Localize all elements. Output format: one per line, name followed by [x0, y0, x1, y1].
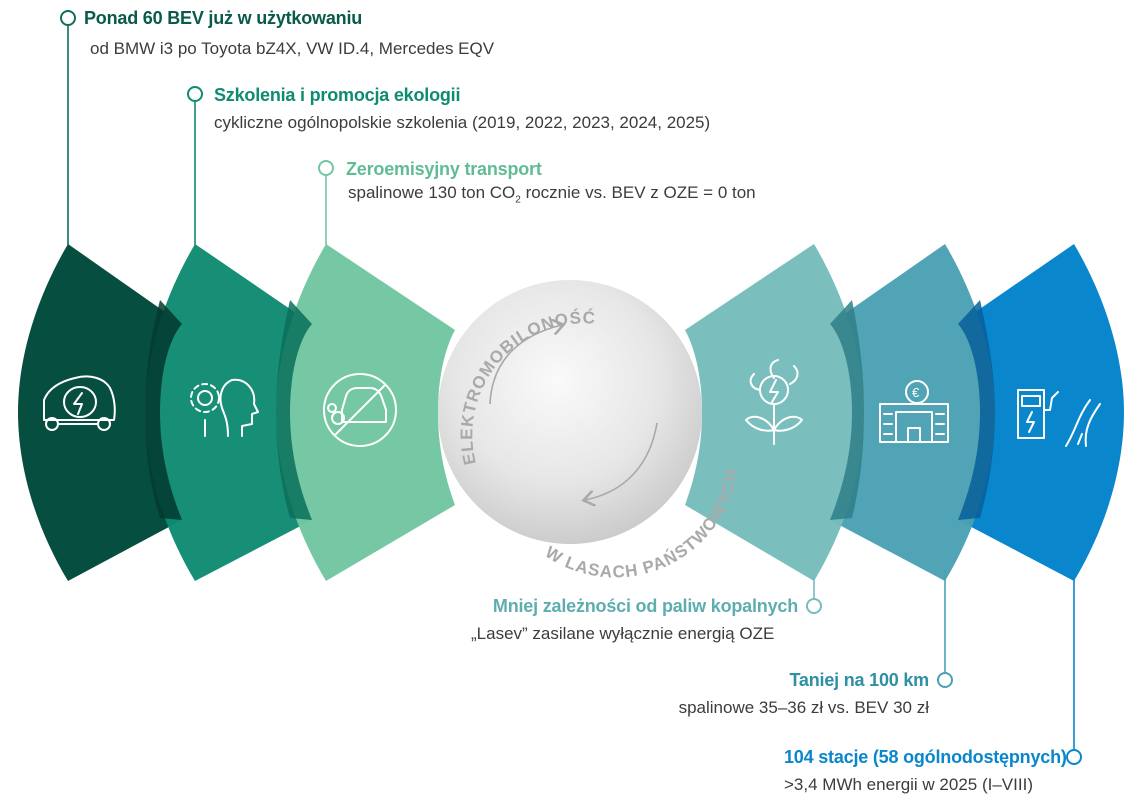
electric-car-icon: [43, 375, 116, 431]
overlap-1: [145, 300, 182, 520]
connector-dot-4: [806, 598, 822, 614]
callout-subtitle-6: >3,4 MWh energii w 2025 (I–VIII): [784, 775, 1033, 794]
callout-title-5: Taniej na 100 km: [789, 670, 929, 690]
callout-cost: Taniej na 100 km spalinowe 35–36 zł vs. …: [678, 669, 930, 719]
petal-3: [276, 244, 455, 581]
connector-dot-1: [60, 10, 76, 26]
cycle-arrow-top: [489, 325, 562, 405]
callout-title-2: Szkolenia i promocja ekologii: [214, 85, 461, 105]
callout-bev-count: Ponad 60 BEV już w użytkowaniu od BMW i3…: [84, 7, 494, 60]
callout-title-3: Zeroemisyjny transport: [346, 159, 542, 179]
center-hub: ELEKTROMOBILONOŚĆ W LASACH PAŃSTWOWYCH: [438, 280, 741, 582]
charging-station-road-icon: [1017, 389, 1101, 447]
petal-2: [145, 244, 312, 581]
connector-dot-3: [318, 160, 334, 176]
callout-fossil-fuels: Mniej zależności od paliw kopalnych: [493, 595, 798, 617]
overlap-2: [276, 300, 312, 520]
euro-building-icon: €: [879, 380, 949, 443]
callout-title-6: 104 stacje (58 ogólnodostępnych): [784, 747, 1067, 767]
callout-subtitle-3: spalinowe 130 ton CO2 rocznie vs. BEV z …: [348, 183, 756, 206]
callout-zero-emission: Zeroemisyjny transport spalinowe 130 ton…: [346, 158, 756, 211]
callout-title-1: Ponad 60 BEV już w użytkowaniu: [84, 8, 363, 28]
petal-6: [958, 244, 1124, 581]
connector-dot-6: [1066, 749, 1082, 765]
callout-fossil-fuels-sub: „Lasev” zasilane wyłącznie energią OZE: [471, 623, 774, 645]
eco-energy-flower-icon: [745, 359, 803, 445]
overlap-3: [830, 300, 864, 520]
bottom-connectors: [806, 570, 1082, 765]
cycle-arrow-bottom: [585, 422, 658, 500]
connector-dot-5: [937, 672, 953, 688]
callout-title-4: Mniej zależności od paliw kopalnych: [492, 596, 798, 616]
no-combustion-car-icon: [323, 373, 397, 447]
connector-dot-2: [187, 86, 203, 102]
svg-text:€: €: [912, 385, 920, 400]
callout-stations: 104 stacje (58 ogólnodostępnych) >3,4 MW…: [784, 746, 1067, 796]
gear-head-icon: [190, 378, 259, 437]
callout-subtitle-5: spalinowe 35–36 zł vs. BEV 30 zł: [678, 698, 929, 717]
left-petals: [18, 244, 455, 581]
callout-subtitle-1: od BMW i3 po Toyota bZ4X, VW ID.4, Merce…: [90, 39, 495, 58]
callout-subtitle-4: „Lasev” zasilane wyłącznie energią OZE: [471, 624, 775, 643]
callout-training: Szkolenia i promocja ekologii cykliczne …: [214, 84, 710, 134]
overlap-4: [958, 300, 995, 520]
callout-subtitle-2: cykliczne ogólnopolskie szkolenia (2019,…: [214, 113, 711, 132]
petal-1: [18, 244, 182, 581]
top-connectors: [60, 10, 334, 245]
hub-circle: [438, 280, 702, 544]
